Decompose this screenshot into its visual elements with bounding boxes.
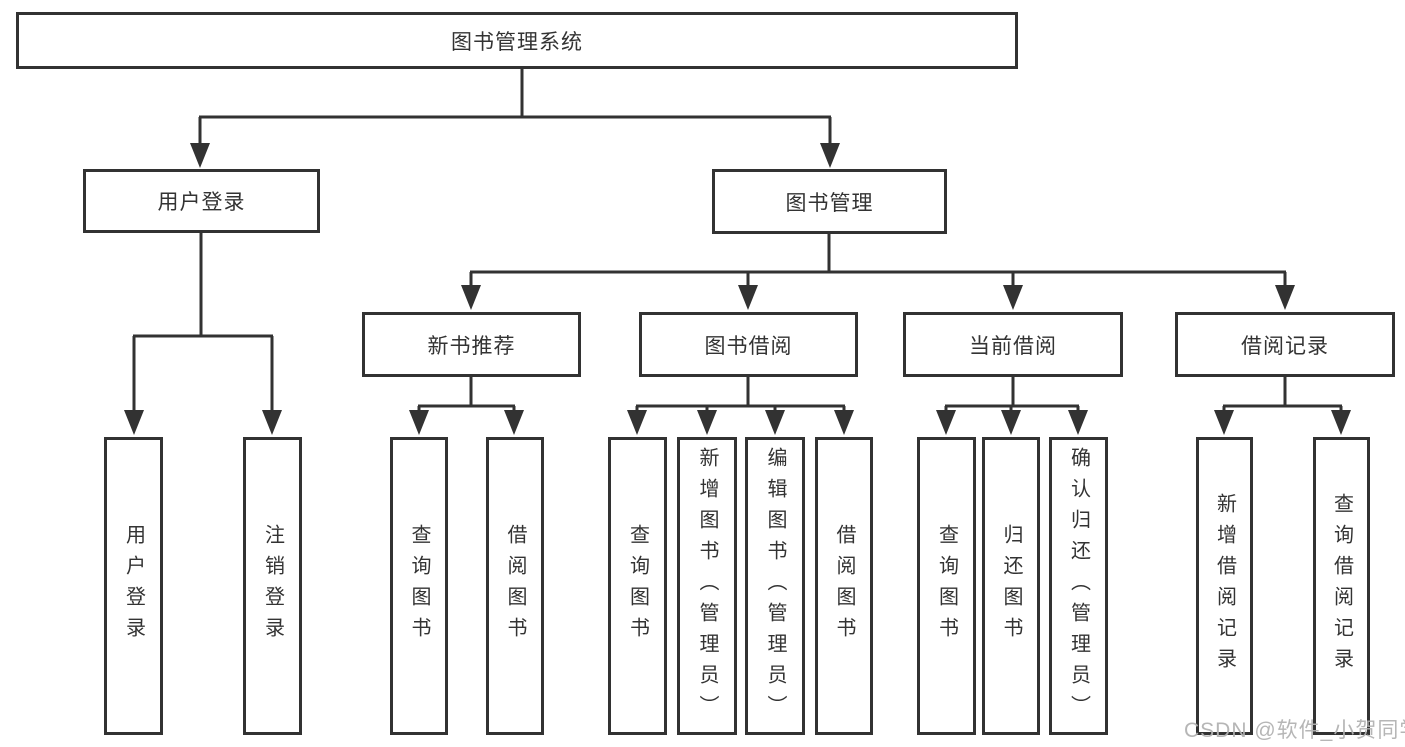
node-current-borrowing: 当前借阅 bbox=[903, 312, 1123, 377]
leaf-query-books-recommend: 查询图书 bbox=[390, 437, 448, 735]
leaf-add-borrow-record: 新增借阅记录 bbox=[1196, 437, 1253, 735]
leaf-edit-book-admin: 编辑图书（管理员） bbox=[745, 437, 805, 735]
leaf-confirm-return-admin: 确认归还（管理员） bbox=[1049, 437, 1108, 735]
leaf-add-book-admin: 新增图书（管理员） bbox=[677, 437, 737, 735]
node-user-login: 用户登录 bbox=[83, 169, 320, 233]
csdn-watermark: CSDN @软件_小贺同学 bbox=[1184, 719, 1405, 742]
node-book-borrowing: 图书借阅 bbox=[639, 312, 858, 377]
node-book-management: 图书管理 bbox=[712, 169, 947, 234]
leaf-borrow-book-borrowing: 借阅图书 bbox=[815, 437, 873, 735]
leaf-query-borrow-record: 查询借阅记录 bbox=[1313, 437, 1370, 735]
leaf-query-books-borrowing: 查询图书 bbox=[608, 437, 667, 735]
leaf-logout: 注销登录 bbox=[243, 437, 302, 735]
node-new-book-recommendation: 新书推荐 bbox=[362, 312, 581, 377]
node-borrowing-records: 借阅记录 bbox=[1175, 312, 1395, 377]
leaf-query-books-current: 查询图书 bbox=[917, 437, 976, 735]
leaf-borrow-book-recommend: 借阅图书 bbox=[486, 437, 544, 735]
arrowheads bbox=[124, 143, 1351, 435]
node-library-management-system: 图书管理系统 bbox=[16, 12, 1018, 69]
leaf-user-login: 用户登录 bbox=[104, 437, 163, 735]
leaf-return-book: 归还图书 bbox=[982, 437, 1040, 735]
